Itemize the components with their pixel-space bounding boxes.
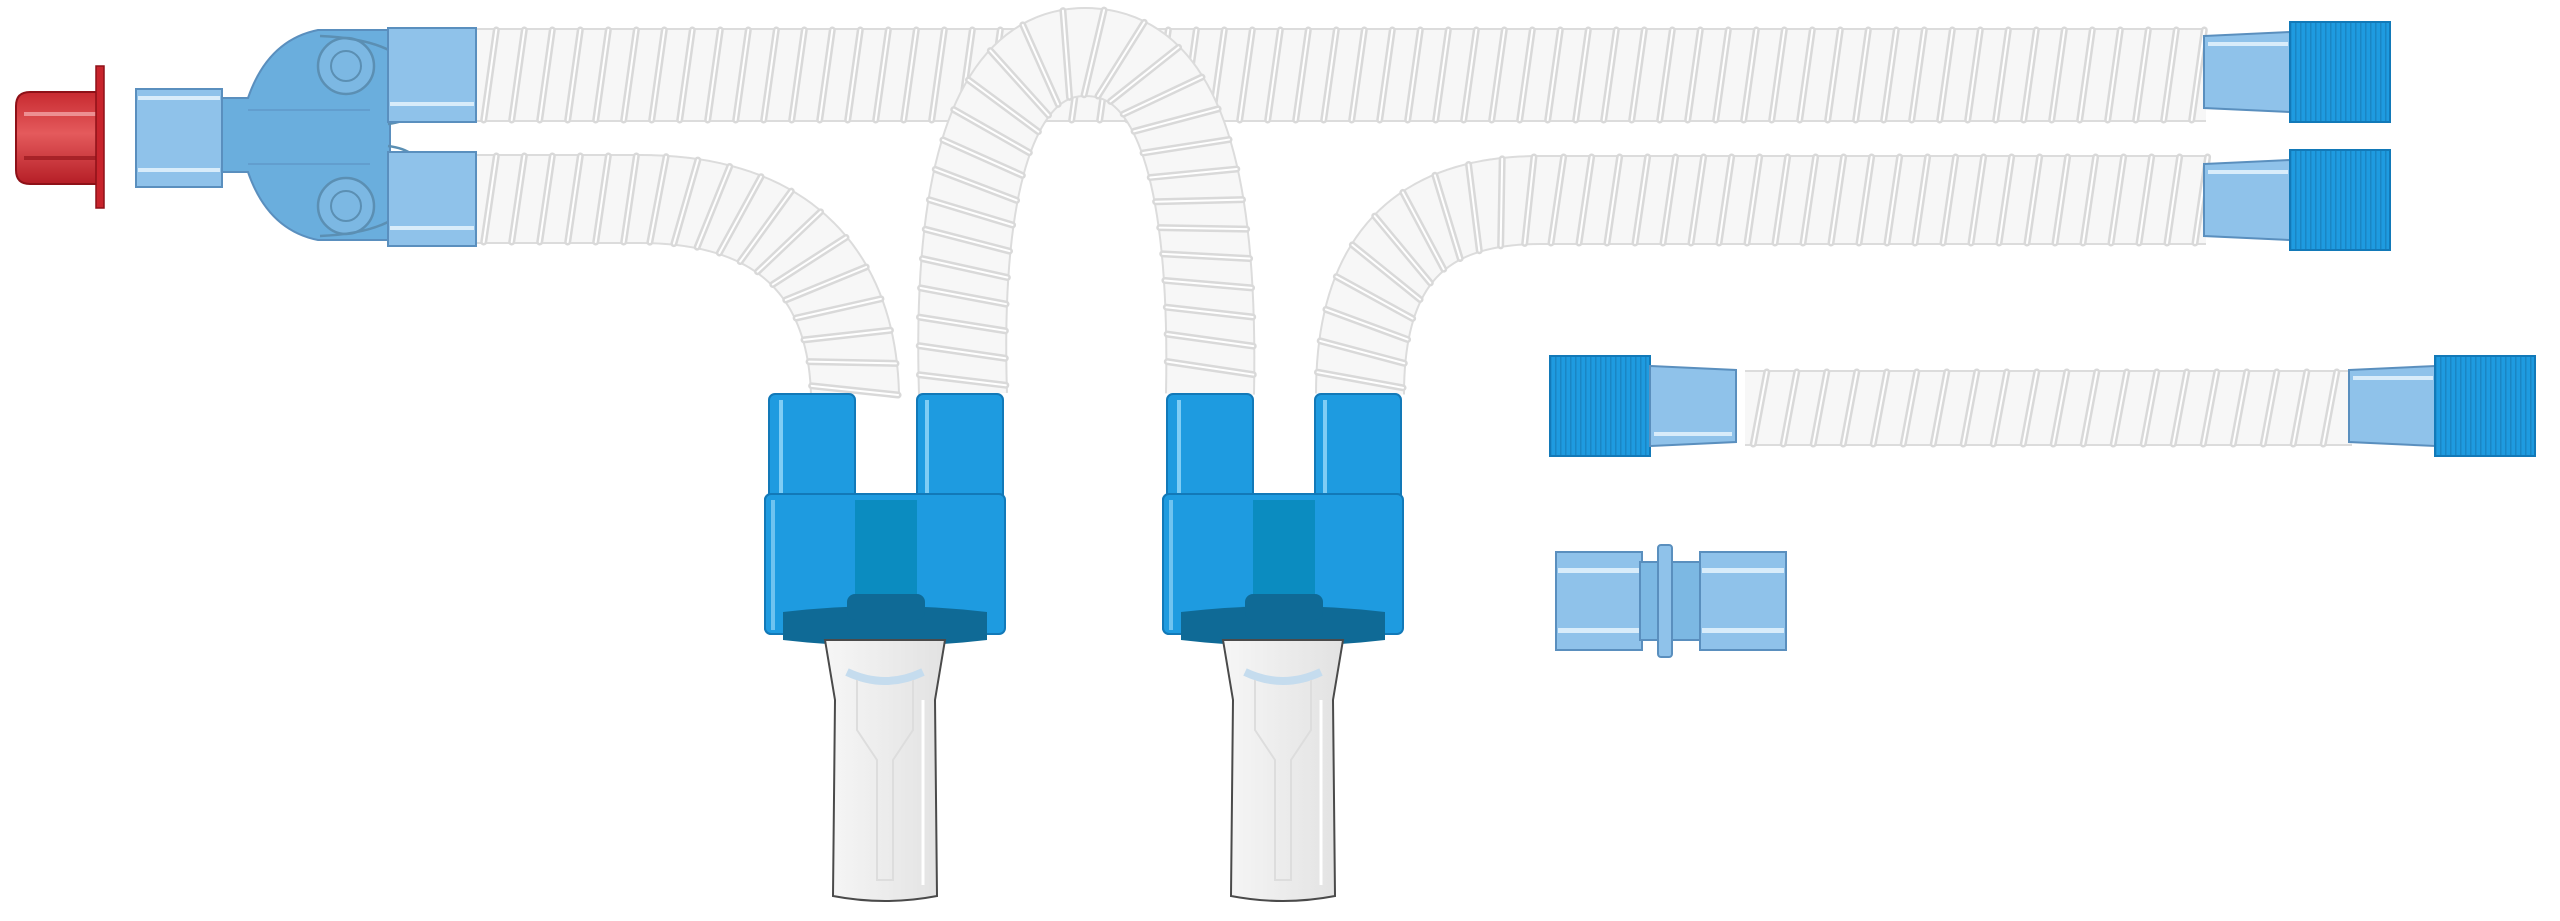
trap-bridge-tube[interactable]	[915, 6, 1257, 421]
red-cap-icon[interactable]	[15, 65, 105, 209]
wye-connector-icon[interactable]	[135, 27, 477, 247]
water-trap-cup-icon	[823, 639, 947, 902]
connector-sleeve-icon	[2203, 158, 2291, 242]
tube-end-connector-icon[interactable]	[2203, 149, 2391, 251]
water-trap-icon[interactable]	[1162, 393, 1404, 902]
tube-coil-icon	[915, 6, 1257, 389]
water-trap-rim-icon	[1181, 606, 1385, 646]
ribbed-cap-icon	[1549, 355, 1651, 457]
water-trap-inlet-icon	[1166, 393, 1254, 507]
ribbed-cap-icon	[2434, 355, 2536, 457]
water-trap-icon[interactable]	[764, 393, 1006, 902]
expiratory-limb-tube[interactable]	[476, 152, 902, 431]
expiratory-return-tube[interactable]	[1314, 153, 2212, 430]
extension-left-connector-icon[interactable]	[1549, 355, 1737, 457]
coupler-icon[interactable]	[1555, 544, 1787, 658]
inspiratory-limb-tube[interactable]	[476, 26, 2208, 124]
connector-sleeve-icon	[1649, 364, 1737, 448]
water-trap-knob-icon	[847, 594, 925, 620]
tube-coil-icon	[480, 152, 902, 399]
water-trap-cup-icon	[1221, 639, 1345, 902]
connector-sleeve-icon	[2203, 30, 2291, 114]
ribbed-cap-icon	[2289, 21, 2391, 123]
water-trap-inlet-icon	[916, 393, 1004, 507]
extension-right-connector-icon[interactable]	[2348, 355, 2536, 457]
ribbed-cap-icon	[2289, 149, 2391, 251]
water-trap-knob-icon	[1245, 594, 1323, 620]
sample-port-icon[interactable]	[316, 176, 376, 236]
water-trap-channel-icon	[855, 500, 917, 612]
water-trap-inlet-icon	[768, 393, 856, 507]
tube-coil-icon	[1749, 368, 2341, 448]
connector-sleeve-icon	[2348, 364, 2436, 448]
water-trap-channel-icon	[1253, 500, 1315, 612]
water-trap-highlight-icon	[1169, 500, 1173, 630]
water-trap-inlet-icon	[1314, 393, 1402, 507]
tube-end-connector-icon[interactable]	[2203, 21, 2391, 123]
extension-tube[interactable]	[1745, 368, 2352, 448]
tube-coil-icon	[1314, 153, 2212, 392]
sample-port-icon[interactable]	[316, 36, 376, 96]
tubes-layer	[476, 6, 2352, 448]
water-trap-highlight-icon	[771, 500, 775, 630]
water-trap-rim-icon	[783, 606, 987, 646]
